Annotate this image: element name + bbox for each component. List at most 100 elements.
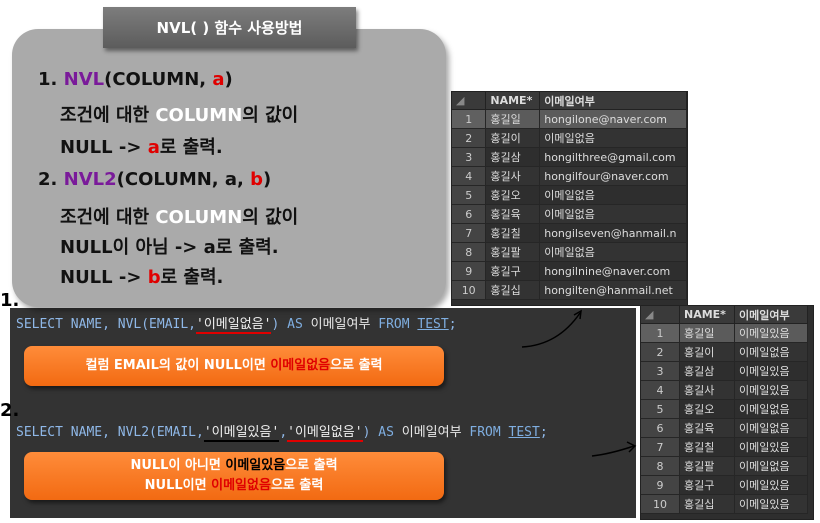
row-number-cell[interactable]: 9 — [641, 475, 680, 495]
name-cell[interactable]: 홍길이 — [679, 342, 735, 362]
step-1-number: 1. — [0, 290, 20, 311]
email-status-cell[interactable]: hongilfour@naver.com — [539, 166, 687, 186]
nvl-desc-line-1: 조건에 대한 COLUMN의 값이 — [60, 105, 299, 126]
email-status-cell[interactable]: 이메일있음 — [734, 437, 808, 457]
name-cell[interactable]: 홍길삼 — [679, 361, 735, 381]
sql-query-2: SELECT NAME, NVL2(EMAIL,'이메일있음','이메일없음')… — [16, 425, 548, 442]
row-number-cell[interactable]: 2 — [641, 342, 680, 362]
email-status-cell[interactable]: 이메일없음 — [539, 128, 687, 148]
name-cell[interactable]: 홍길사 — [485, 166, 541, 186]
email-status-cell[interactable]: 이메일있음 — [734, 380, 808, 400]
email-status-cell[interactable]: 이메일있음 — [734, 361, 808, 381]
row-number-cell[interactable]: 8 — [452, 242, 487, 262]
row-number-cell[interactable]: 7 — [641, 437, 680, 457]
name-cell[interactable]: 홍길육 — [485, 204, 541, 224]
email-status-cell[interactable]: 이메일없음 — [539, 204, 687, 224]
row-number-cell[interactable]: 4 — [641, 380, 680, 400]
title-banner: NVL( ) 함수 사용방법 — [103, 7, 356, 48]
row-number-cell[interactable]: 9 — [452, 261, 487, 281]
email-status-cell[interactable]: 이메일없음 — [734, 418, 808, 438]
row-number-cell[interactable]: 1 — [641, 323, 680, 343]
name-cell[interactable]: 홍길십 — [485, 280, 541, 300]
name-cell[interactable]: 홍길팔 — [679, 456, 735, 476]
row-number-header: ◢ — [452, 92, 487, 110]
email-status-cell[interactable]: hongilten@hanmail.net — [539, 280, 687, 300]
email-status-cell[interactable]: 이메일없음 — [539, 185, 687, 205]
email-status-cell[interactable]: hongilone@naver.com — [539, 109, 687, 129]
row-number-cell[interactable]: 6 — [452, 204, 487, 224]
explanation-panel: 1. NVL(COLUMN, a) 조건에 대한 COLUMN의 값이 NULL… — [12, 29, 446, 307]
email-status-cell[interactable]: 이메일없음 — [734, 342, 808, 362]
email-status-cell[interactable]: 이메일없음 — [734, 456, 808, 476]
name-cell[interactable]: 홍길칠 — [485, 223, 541, 243]
nvl-note-box: 컬럼 EMAIL의 값이 NULL이면 이메일없음으로 출력 — [24, 346, 444, 386]
nvl-function-name: NVL — [63, 69, 105, 90]
email-status-cell[interactable]: 이메일없음 — [734, 399, 808, 419]
row-number-cell[interactable]: 10 — [641, 494, 680, 514]
row-number-cell[interactable]: 1 — [452, 109, 487, 129]
row-number-cell[interactable]: 8 — [641, 456, 680, 476]
name-cell[interactable]: 홍길오 — [485, 185, 541, 205]
nvl2-desc-line-1: 조건에 대한 COLUMN의 값이 — [60, 207, 299, 228]
email-status-cell[interactable]: hongilseven@hanmail.n — [539, 223, 687, 243]
nvl-desc-line-2: NULL -> a로 출력. — [60, 137, 223, 158]
row-number-cell[interactable]: 2 — [452, 128, 487, 148]
email-status-cell[interactable]: 이메일없음 — [539, 242, 687, 262]
email-status-cell[interactable]: hongilnine@naver.com — [539, 261, 687, 281]
row-number-cell[interactable]: 4 — [452, 166, 487, 186]
row-number-cell[interactable]: 3 — [641, 361, 680, 381]
nvl2-note-box: NULL이 아니면 이메일있음으로 출력 NULL이면 이메일없음으로 출력 — [24, 452, 444, 500]
name-cell[interactable]: 홍길삼 — [485, 147, 541, 167]
name-cell[interactable]: 홍길육 — [679, 418, 735, 438]
nvl2-syntax-line: 2. NVL2(COLUMN, a, b) — [38, 169, 272, 190]
email-status-column-header[interactable]: 이메일여부 — [539, 92, 687, 110]
row-number-cell[interactable]: 5 — [641, 399, 680, 419]
name-cell[interactable]: 홍길사 — [679, 380, 735, 400]
row-number-cell[interactable]: 3 — [452, 147, 487, 167]
name-cell[interactable]: 홍길십 — [679, 494, 735, 514]
email-status-cell[interactable]: hongilthree@gmail.com — [539, 147, 687, 167]
email-status-cell[interactable]: 이메일있음 — [734, 494, 808, 514]
row-number-cell[interactable]: 5 — [452, 185, 487, 205]
name-column-header[interactable]: NAME* — [679, 306, 735, 324]
email-status-column-header[interactable]: 이메일여부 — [734, 306, 808, 324]
row-number-cell[interactable]: 6 — [641, 418, 680, 438]
email-status-cell[interactable]: 이메일있음 — [734, 323, 808, 343]
name-cell[interactable]: 홍길구 — [679, 475, 735, 495]
sql-query-1: SELECT NAME, NVL(EMAIL,'이메일없음') AS 이메일여부… — [16, 317, 457, 334]
name-cell[interactable]: 홍길일 — [679, 323, 735, 343]
name-cell[interactable]: 홍길구 — [485, 261, 541, 281]
name-cell[interactable]: 홍길팔 — [485, 242, 541, 262]
row-number-cell[interactable]: 7 — [452, 223, 487, 243]
name-cell[interactable]: 홍길일 — [485, 109, 541, 129]
name-column-header[interactable]: NAME* — [485, 92, 541, 110]
name-cell[interactable]: 홍길이 — [485, 128, 541, 148]
name-cell[interactable]: 홍길칠 — [679, 437, 735, 457]
name-cell[interactable]: 홍길오 — [679, 399, 735, 419]
row-number-cell[interactable]: 10 — [452, 280, 487, 300]
email-status-cell[interactable]: 이메일있음 — [734, 475, 808, 495]
nvl2-desc-line-2: NULL이 아님 -> a로 출력. — [60, 237, 279, 258]
